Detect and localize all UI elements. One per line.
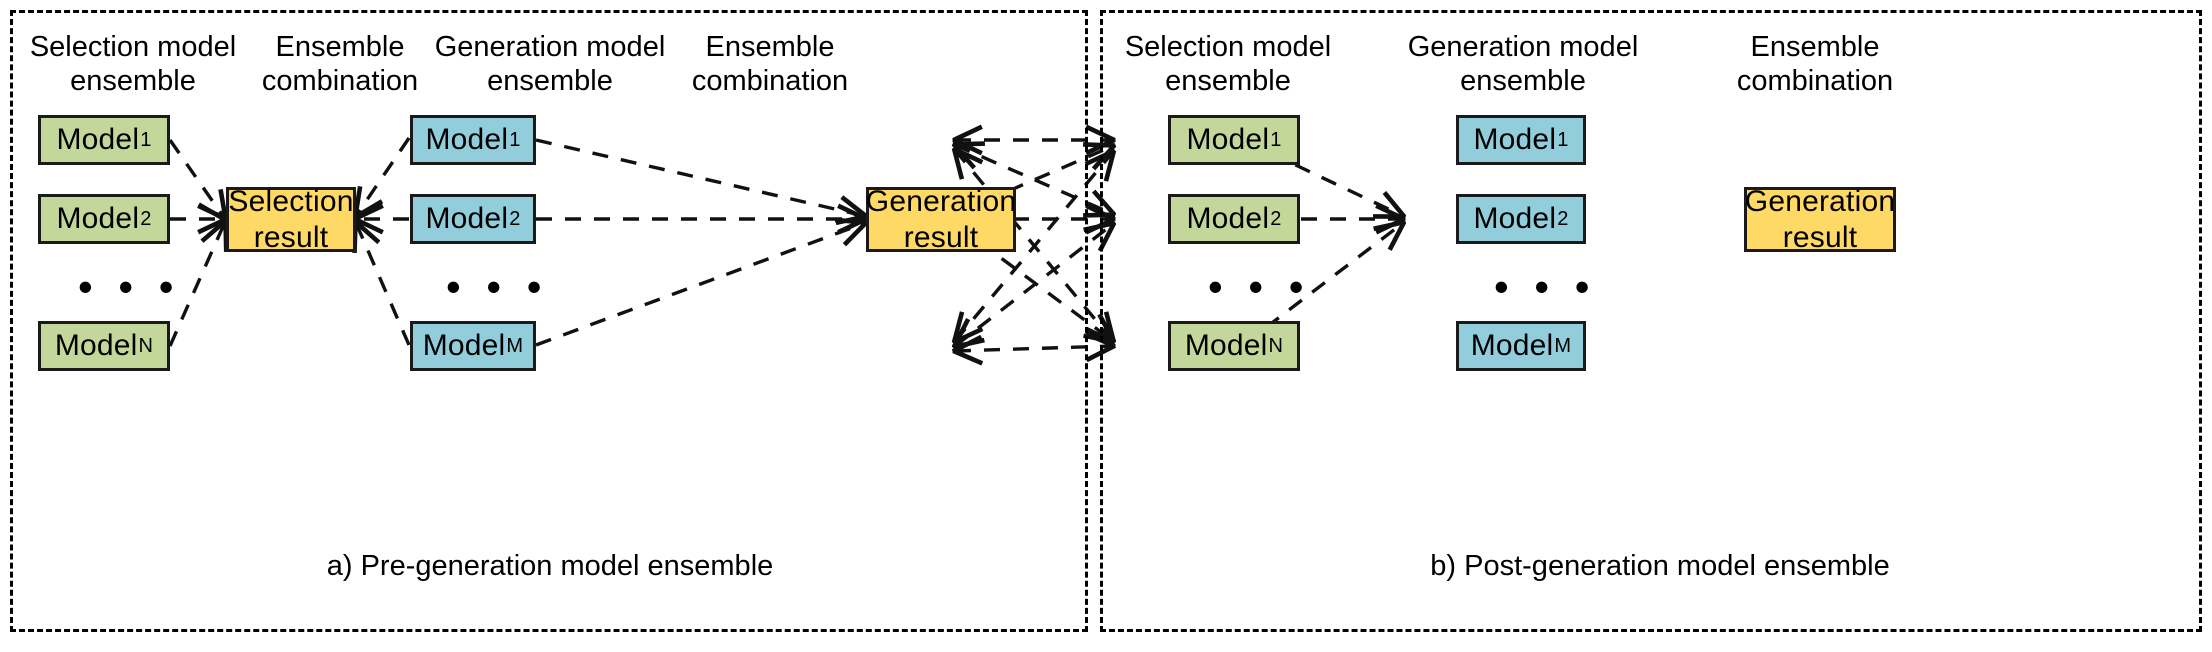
node-label: Model bbox=[1473, 202, 1557, 235]
panel-a-column-title-generation-model-ensemble: Generation model ensemble bbox=[434, 31, 666, 98]
panel-a-generation-ellipsis: • • • bbox=[446, 263, 549, 310]
node-subscript: 2 bbox=[509, 207, 521, 230]
result-line-1: Generation bbox=[865, 185, 1017, 219]
node-label: Model bbox=[425, 123, 509, 156]
node-label: Model bbox=[54, 329, 138, 362]
node-label: Model bbox=[1186, 202, 1270, 235]
panel-b-column-title-selection-model-ensemble: Selection model ensemble bbox=[1124, 31, 1332, 98]
node-label: Model bbox=[1473, 123, 1557, 156]
node-label: Model bbox=[56, 123, 140, 156]
result-line-1: Generation bbox=[1744, 185, 1896, 219]
panel-a-column-title-ensemble-combination-1: Ensemble combination bbox=[261, 31, 419, 98]
panel-post-generation bbox=[1100, 10, 2202, 632]
result-line-1: Selection bbox=[228, 185, 354, 219]
panel-a-column-title-ensemble-combination-2: Ensemble combination bbox=[691, 31, 849, 98]
panel-a-caption: a) Pre-generation model ensemble bbox=[326, 550, 774, 582]
node-subscript: N bbox=[1268, 334, 1284, 357]
panel-b-caption: b) Post-generation model ensemble bbox=[1430, 550, 1890, 582]
node-subscript: N bbox=[138, 334, 154, 357]
node-label: Model bbox=[422, 329, 506, 362]
node-subscript: 1 bbox=[1557, 128, 1569, 151]
node-subscript: 2 bbox=[1270, 207, 1282, 230]
node-subscript: M bbox=[1554, 334, 1572, 357]
node-label: Model bbox=[1470, 329, 1554, 362]
panel-b-generation-ellipsis: • • • bbox=[1494, 263, 1597, 310]
node-label: Model bbox=[425, 202, 509, 235]
node-subscript: 1 bbox=[1270, 128, 1282, 151]
panel-b-selection-ellipsis: • • • bbox=[1208, 263, 1311, 310]
node-subscript: 1 bbox=[140, 128, 152, 151]
node-label: Model bbox=[1186, 123, 1270, 156]
result-line-2: result bbox=[253, 220, 329, 254]
node-subscript: 1 bbox=[509, 128, 521, 151]
panel-a-selection-ellipsis: • • • bbox=[78, 263, 181, 310]
node-subscript: M bbox=[506, 334, 524, 357]
panel-pre-generation bbox=[10, 10, 1088, 632]
panel-b-column-title-generation-model-ensemble: Generation model ensemble bbox=[1407, 31, 1639, 98]
panel-a-column-title-selection-model-ensemble: Selection model ensemble bbox=[29, 31, 237, 98]
node-subscript: 2 bbox=[140, 207, 152, 230]
node-label: Model bbox=[56, 202, 140, 235]
node-subscript: 2 bbox=[1557, 207, 1569, 230]
result-line-2: result bbox=[1782, 220, 1858, 254]
node-label: Model bbox=[1184, 329, 1268, 362]
result-line-2: result bbox=[903, 220, 979, 254]
panel-b-column-title-ensemble-combination: Ensemble combination bbox=[1736, 31, 1894, 98]
